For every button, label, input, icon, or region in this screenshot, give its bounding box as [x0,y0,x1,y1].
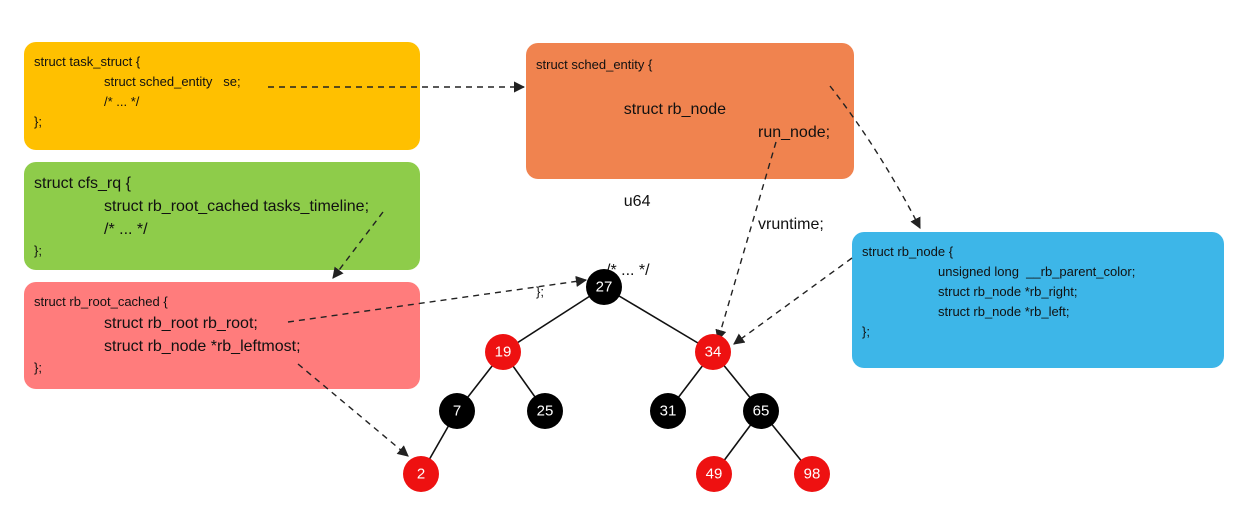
cfs-rq-line-2: struct rb_root_cached tasks_timeline; [104,198,370,215]
cfs-rq-line-1: struct cfs_rq { [34,175,131,192]
tree-edge-n27-n19 [502,286,605,353]
tree-node-2: 2 [403,456,439,492]
cfs-rq-line-4: }; [34,243,42,258]
sched-entity-line-5: }; [536,284,544,299]
tree-node-circle [527,393,563,429]
arrow-vruntime-to-node-34 [715,141,777,342]
sched-entity-box: struct sched_entity { struct rb_node run… [526,43,854,299]
tree-node-98: 98 [794,456,830,492]
tree-node-19: 19 [485,334,521,370]
rb-root-cached-line-2: struct rb_root rb_root; [104,315,258,332]
arrow-run-node-to-rb-node [829,85,921,229]
rb-node-line-2: unsigned long __rb_parent_color; [938,264,1136,279]
tree-edge-n27-n34 [603,286,714,353]
rb-node-box: struct rb_node { unsigned long __rb_pare… [852,232,1224,368]
tree-nodes: 27 19 34 7 25 31 65 2 49 98 [403,269,830,492]
tree-node-25: 25 [527,393,563,429]
rb-root-cached-box: struct rb_root_cached { struct rb_root r… [24,282,420,389]
tree-node-label: 19 [495,344,512,361]
tree-node-49: 49 [696,456,732,492]
rb-root-cached-line-4: }; [34,360,42,375]
tree-node-circle [586,269,622,305]
cfs-rq-box: struct cfs_rq { struct rb_root_cached ta… [24,162,420,270]
arrow-rb-root-to-node-27 [287,275,588,323]
tree-node-label: 25 [537,403,554,420]
tree-node-label: 31 [660,403,677,420]
tree-node-circle [485,334,521,370]
cfs-rq-line-3: /* ... */ [104,221,148,238]
rb-node-line-5: }; [862,324,870,339]
sched-entity-vruntime-type: u64 [623,193,651,210]
tree-node-label: 34 [705,344,722,361]
tree-node-34: 34 [695,334,731,370]
sched-entity-run-node-type: struct rb_node [623,101,727,118]
tree-node-circle [743,393,779,429]
task-struct-line-3: /* ... */ [104,94,140,109]
sched-entity-vruntime-field: vruntime; [758,216,824,233]
tree-node-label: 7 [453,403,461,420]
tree-node-label: 65 [753,403,770,420]
sched-entity-run-node-field: run_node; [758,124,831,141]
sched-entity-line-1: struct sched_entity { [536,57,653,72]
tree-node-circle [403,456,439,492]
sched-entity-line-4: /* ... */ [606,262,650,279]
arrow-rb-node-to-node-34 [733,257,853,345]
tree-node-circle [439,393,475,429]
tree-node-circle [794,456,830,492]
tree-node-circle [696,456,732,492]
tree-node-circle [695,334,731,370]
tree-node-65: 65 [743,393,779,429]
task-struct-line-1: struct task_struct { [34,54,141,69]
tree-node-27: 27 [586,269,622,305]
pointer-arrows [268,81,921,457]
tree-node-31: 31 [650,393,686,429]
sched-entity-line-3: u64 vruntime; [536,167,844,259]
tree-node-7: 7 [439,393,475,429]
rb-root-cached-line-3: struct rb_node *rb_leftmost; [104,338,301,355]
tree-node-label: 27 [596,279,613,296]
tree-edges [420,286,813,475]
arrow-timeline-to-rb-root-cached [332,211,384,279]
rb-root-cached-line-1: struct rb_root_cached { [34,294,168,309]
rb-node-line-1: struct rb_node { [862,244,954,259]
sched-entity-line-2: struct rb_node run_node; [536,75,844,167]
task-struct-line-2: struct sched_entity se; [104,74,241,89]
rb-node-line-3: struct rb_node *rb_right; [938,284,1078,299]
tree-node-label: 2 [417,466,425,483]
tree-node-label: 49 [706,466,723,483]
task-struct-line-4: }; [34,114,42,129]
task-struct-box: struct task_struct { struct sched_entity… [24,42,420,150]
tree-node-circle [650,393,686,429]
rb-node-line-4: struct rb_node *rb_left; [938,304,1070,319]
arrow-leftmost-to-node-2 [297,363,409,457]
tree-node-label: 98 [804,466,821,483]
